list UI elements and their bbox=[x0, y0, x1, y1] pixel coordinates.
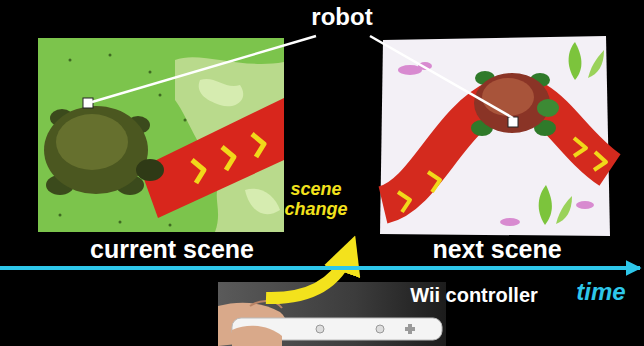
plant-drawing bbox=[539, 42, 604, 225]
turtle-robot bbox=[44, 98, 164, 195]
turtle-robot bbox=[471, 71, 559, 136]
flower-drawing bbox=[398, 62, 594, 226]
terrain-patch bbox=[245, 189, 280, 215]
scene-label: current scene bbox=[90, 236, 254, 264]
path-band bbox=[140, 98, 284, 218]
terrain-patch bbox=[199, 79, 244, 106]
remote-button bbox=[376, 325, 384, 333]
path-chevrons bbox=[192, 134, 264, 183]
device-label: Wii controller bbox=[410, 284, 538, 306]
robot-label: robot bbox=[311, 4, 372, 30]
transition-label: scene change bbox=[280, 180, 352, 220]
remote-button bbox=[316, 325, 324, 333]
remote-dpad bbox=[405, 324, 415, 334]
scene-ground bbox=[380, 36, 610, 236]
thumb bbox=[232, 326, 282, 346]
path-chevrons bbox=[398, 138, 606, 212]
scene-label: next scene bbox=[432, 236, 561, 264]
time-axis bbox=[0, 266, 640, 270]
next-scene-image bbox=[380, 36, 610, 236]
scene-ground bbox=[38, 38, 284, 232]
axis-label: time bbox=[576, 279, 625, 305]
leader-lines bbox=[92, 36, 513, 118]
scene-change-arrow bbox=[266, 250, 350, 298]
current-scene-image bbox=[38, 38, 284, 232]
